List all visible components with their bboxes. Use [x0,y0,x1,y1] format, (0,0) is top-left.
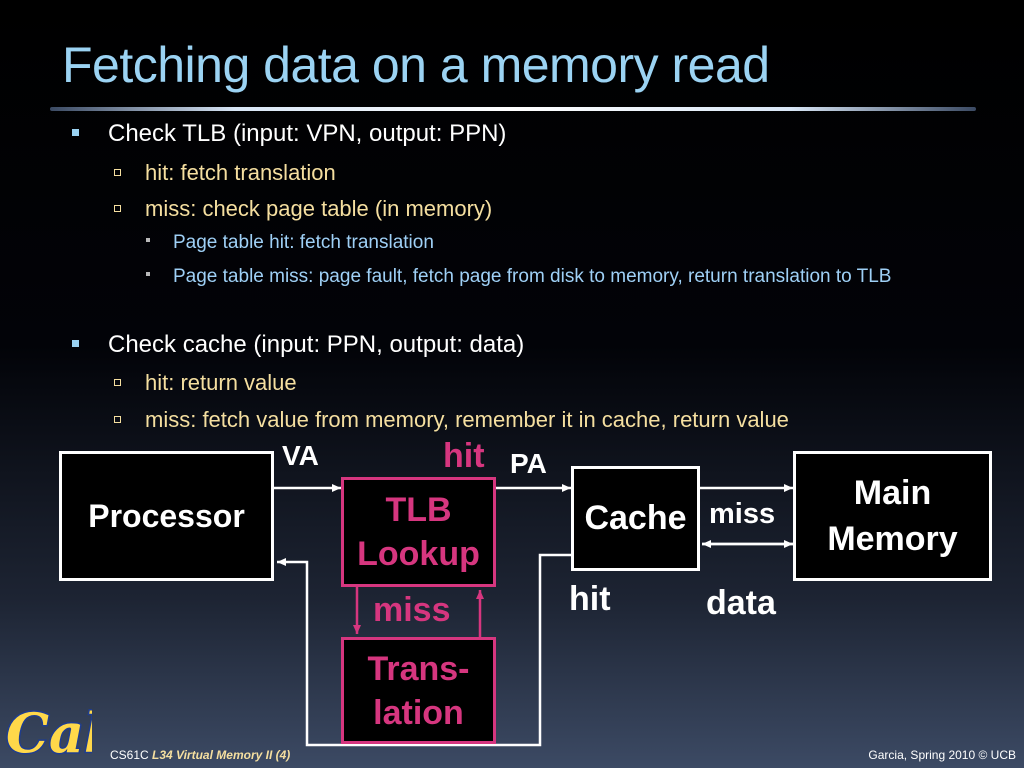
bullet-tlb-miss: miss: check page table (in memory) [114,196,492,222]
label-tlb-hit: hit [443,437,485,475]
bullet-cache-hit: hit: return value [114,370,297,396]
cal-logo-text: Cal [6,701,92,765]
label-tlb-miss: miss [373,591,451,629]
label-cache-hit: hit [569,580,611,618]
bullet-page-table-miss: Page table miss: page fault, fetch page … [146,264,993,290]
bullet-page-table-hit: Page table hit: fetch translation [146,230,993,256]
tlb-lookup-box: TLB Lookup [341,477,496,587]
bullet-cache-miss: miss: fetch value from memory, remember … [114,407,789,433]
return-path-to-processor [277,553,573,747]
hollow-square-bullet-icon [114,416,121,423]
cache-box: Cache [571,466,700,571]
bullet-tlb-hit: hit: fetch translation [114,160,336,186]
square-bullet-icon [72,340,79,347]
footer-credit: Garcia, Spring 2010 © UCB [868,748,1016,762]
small-square-bullet-icon [146,272,150,276]
title-underline [50,107,976,111]
hollow-square-bullet-icon [114,379,121,386]
cal-logo: Cal [5,700,93,766]
main-memory-box: Main Memory [793,451,992,581]
hollow-square-bullet-icon [114,205,121,212]
label-data: data [706,584,776,622]
slide-title: Fetching data on a memory read [62,37,770,93]
bullet-check-cache: Check cache (input: PPN, output: data) [72,331,524,359]
label-va: VA [282,440,319,471]
label-cache-miss: miss [709,498,776,530]
label-pa: PA [510,448,547,479]
bullet-check-tlb: Check TLB (input: VPN, output: PPN) [72,120,506,148]
small-square-bullet-icon [146,238,150,242]
hollow-square-bullet-icon [114,169,121,176]
square-bullet-icon [72,129,79,136]
translation-box: Trans- lation [341,637,496,744]
processor-box: Processor [59,451,274,581]
footer-course: CS61C L34 Virtual Memory II (4) [110,748,291,762]
